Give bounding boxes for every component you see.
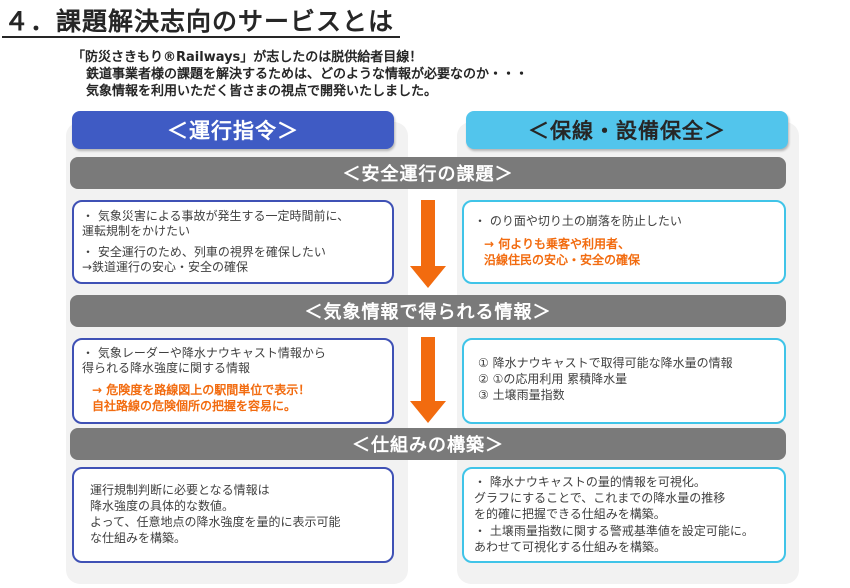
slide-title: ４．課題解決志向のサービスとは [4,7,395,36]
card-text-line: あわせて可視化する仕組みを構築。 [474,540,667,554]
mechanism-right-card: ・ 降水ナウキャストの量的情報を可視化。 グラフにすることで、これまでの降水量の… [462,467,786,563]
card-text-line: ・ 降水ナウキャストの量的情報を可視化。 [474,475,706,489]
card-text-line: ③ 土壌雨量指数 [478,388,565,402]
intro-line-3: 気象情報を利用いただく皆さまの視点で開発いたしました。 [86,84,438,99]
intro-line-2: 鉄道事業者様の課題を解決するためは、どのような情報が必要なのか・・・ [86,67,529,82]
card-text-line: ② ①の応用利用 累積降水量 [478,372,628,386]
section-band-mechanism: ＜仕組みの構築＞ [70,428,786,460]
section-band-info: ＜気象情報で得られる情報＞ [70,295,786,327]
section-band-issues: ＜安全運行の課題＞ [70,157,786,189]
card-text-line: ・ 気象レーダーや降水ナウキャスト情報から [82,346,326,360]
issues-right-card: ・ のり面や切り土の崩落を防止したい → 何よりも乗客や利用者、 沿線住民の安心… [462,200,786,284]
card-text-line: よって、任意地点の降水強度を量的に表示可能 [90,515,341,529]
card-text-line: ・ のり面や切り土の崩落を防止したい [474,214,682,228]
card-text-line: ・ 土壌雨量指数に関する警戒基準値を設定可能に。 [474,524,754,538]
down-arrow-icon [410,337,446,425]
card-text-line: 得られる降水強度に関する情報 [82,361,251,375]
card-text-line: 降水強度の具体的な数値。 [90,499,235,513]
column-header-maintenance: ＜保線・設備保全＞ [466,111,788,149]
card-highlight-line: 自社路線の危険個所の把握を容易に。 [92,399,297,413]
column-header-operations: ＜運行指令＞ [72,111,394,149]
info-right-card: ① 降水ナウキャストで取得可能な降水量の情報 ② ①の応用利用 累積降水量 ③ … [462,338,786,424]
card-text-line: を的確に把握できる仕組みを構築。 [474,507,666,521]
card-highlight-line: 沿線住民の安心・安全の確保 [484,253,641,267]
card-text-line: →鉄道運行の安心・安全の確保 [82,260,249,274]
mechanism-left-card: 運行規制判断に必要となる情報は 降水強度の具体的な数値。 よって、任意地点の降水… [72,467,394,563]
issues-left-card: ・ 気象災害による事故が発生する一定時間前に、 運転規制をかけたい ・ 安全運行… [72,200,394,284]
intro-line-1: 「防災さきもり®Railways」が志したのは脱供給者目線！ [72,50,423,65]
info-left-card: ・ 気象レーダーや降水ナウキャスト情報から 得られる降水強度に関する情報 → 危… [72,338,394,424]
card-text-line: ・ 気象災害による事故が発生する一定時間前に、 [82,209,350,223]
card-text-line: グラフにすることで、これまでの降水量の推移 [474,491,726,505]
card-highlight-line: → 危険度を路線図上の駅間単位で表示！ [92,383,311,397]
down-arrow-icon [410,200,446,288]
card-text-line: 運転規制をかけたい [82,224,191,238]
card-text-line: 運行規制判断に必要となる情報は [90,483,270,497]
card-text-line: ・ 安全運行のため、列車の視界を確保したい [82,245,326,259]
card-highlight-line: → 何よりも乗客や利用者、 [484,237,630,251]
card-text-line: な仕組みを構築。 [90,531,187,545]
card-text-line: ① 降水ナウキャストで取得可能な降水量の情報 [478,356,733,370]
title-underline [2,36,400,38]
